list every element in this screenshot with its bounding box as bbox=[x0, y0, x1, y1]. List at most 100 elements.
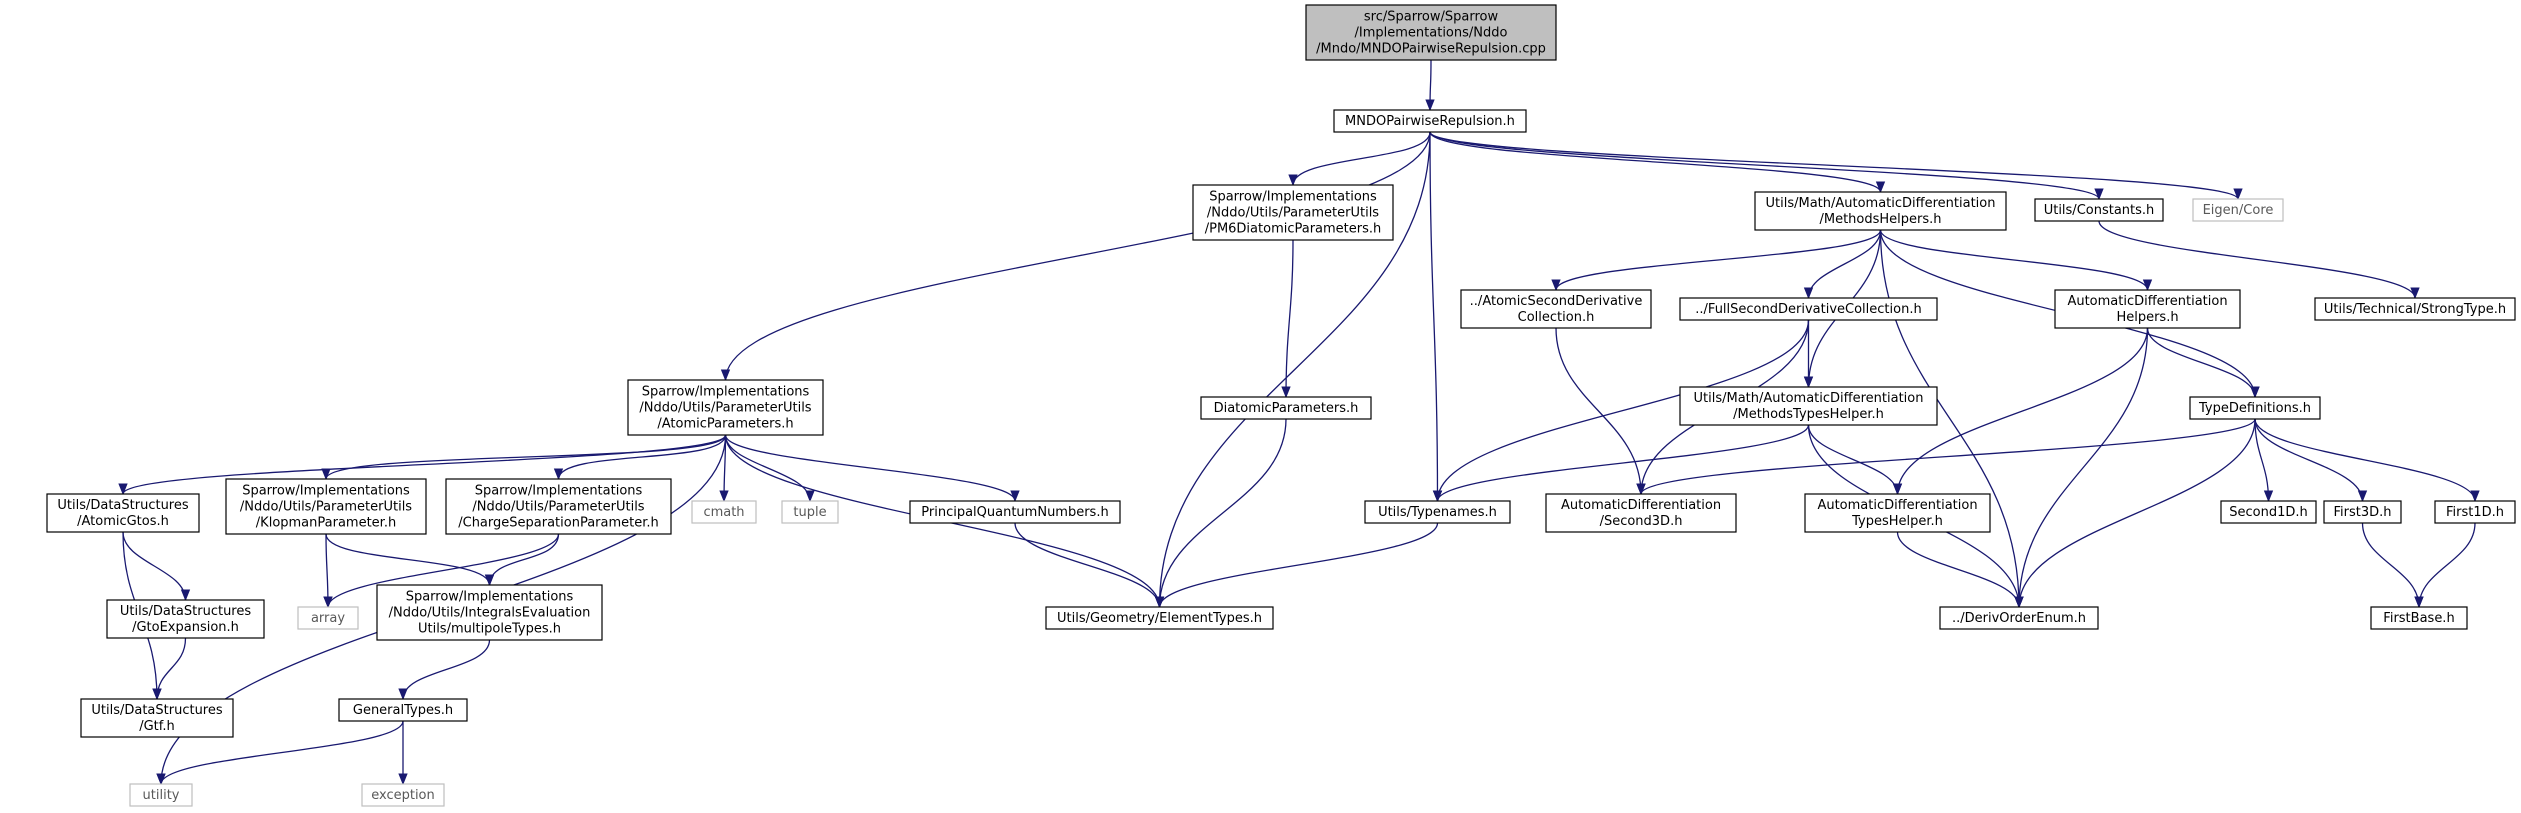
edge-mndo_h-to-element_types bbox=[1154, 131, 1431, 609]
node-label: array bbox=[311, 611, 345, 626]
node-gto_exp[interactable]: Utils/DataStructures/GtoExpansion.h bbox=[106, 599, 265, 639]
edge-multipole-to-general_types bbox=[398, 639, 491, 701]
node-first_base[interactable]: FirstBase.h bbox=[2370, 606, 2468, 630]
edge-pm6-to-diatomic bbox=[1281, 239, 1294, 399]
node-deriv_order[interactable]: ../DerivOrderEnum.h bbox=[1939, 606, 2099, 630]
node-box bbox=[781, 500, 839, 524]
node-label: Second1D.h bbox=[2229, 505, 2308, 520]
node-label: First3D.h bbox=[2333, 505, 2391, 520]
node-label: Sparrow/Implementations bbox=[406, 590, 574, 605]
node-box bbox=[338, 698, 468, 722]
node-label: AutomaticDifferentiation bbox=[2067, 294, 2227, 309]
node-multipole[interactable]: Sparrow/Implementations/Nddo/Utils/Integ… bbox=[376, 584, 603, 641]
edge-first3d-to-first_base bbox=[2361, 522, 2424, 609]
node-chargesep[interactable]: Sparrow/Implementations/Nddo/Utils/Param… bbox=[445, 478, 672, 535]
node-label: utility bbox=[143, 788, 180, 803]
node-root[interactable]: src/Sparrow/Sparrow/Implementations/Nddo… bbox=[1305, 4, 1557, 61]
node-label: TypeDefinitions.h bbox=[2198, 401, 2311, 416]
node-box bbox=[1679, 297, 1938, 321]
node-box bbox=[627, 379, 824, 436]
node-methods_types[interactable]: Utils/Math/AutomaticDifferentiation/Meth… bbox=[1679, 386, 1938, 426]
node-label: /Gtf.h bbox=[139, 719, 175, 734]
edge-atomic_params-to-atomic_gtos bbox=[118, 434, 727, 496]
node-atomic_gtos[interactable]: Utils/DataStructures/AtomicGtos.h bbox=[46, 493, 200, 533]
node-mndo_h[interactable]: MNDOPairwiseRepulsion.h bbox=[1333, 109, 1527, 133]
edge-methods_types-to-ad_types bbox=[1807, 424, 1903, 496]
edge-atomic_gtos-to-gto_exp bbox=[122, 531, 191, 602]
node-label: GeneralTypes.h bbox=[353, 703, 453, 718]
node-diatomic[interactable]: DiatomicParameters.h bbox=[1200, 396, 1372, 420]
node-pqn[interactable]: PrincipalQuantumNumbers.h bbox=[909, 500, 1121, 524]
node-second1d[interactable]: Second1D.h bbox=[2220, 500, 2317, 524]
node-box bbox=[2189, 396, 2321, 420]
edge-diatomic-to-element_types bbox=[1154, 418, 1287, 609]
edge-constants-to-strongtype bbox=[2098, 220, 2420, 300]
node-constants[interactable]: Utils/Constants.h bbox=[2034, 198, 2164, 222]
node-box bbox=[1333, 109, 1527, 133]
edge-typedefs-to-deriv_order bbox=[2014, 418, 2256, 609]
edge-methods_helpers-to-full_second bbox=[1803, 229, 1882, 300]
node-label: src/Sparrow/Sparrow bbox=[1364, 10, 1499, 25]
node-box bbox=[2054, 289, 2241, 329]
edge-pqn-to-element_types bbox=[1014, 522, 1165, 609]
edge-chargesep-to-multipole bbox=[484, 533, 560, 587]
node-klopman[interactable]: Sparrow/Implementations/Nddo/Utils/Param… bbox=[225, 478, 427, 535]
node-label: /AtomicGtos.h bbox=[77, 514, 169, 529]
node-label: ../DerivOrderEnum.h bbox=[1952, 611, 2086, 626]
node-label: Utils/Technical/StrongType.h bbox=[2324, 302, 2506, 317]
node-pm6[interactable]: Sparrow/Implementations/Nddo/Utils/Param… bbox=[1192, 184, 1394, 241]
node-box bbox=[80, 698, 234, 738]
node-label: /Second3D.h bbox=[1600, 514, 1683, 529]
node-eigen: Eigen/Core bbox=[2192, 198, 2284, 222]
edge-mndo_h-to-methods_helpers bbox=[1429, 131, 1886, 194]
edge-atomic_params-to-cmath bbox=[719, 434, 729, 503]
edge-atomic_params-to-chargesep bbox=[553, 434, 727, 481]
edge-mndo_h-to-pm6 bbox=[1288, 131, 1431, 187]
node-atomic_params[interactable]: Sparrow/Implementations/Nddo/Utils/Param… bbox=[627, 379, 824, 436]
node-label: /ChargeSeparationParameter.h bbox=[458, 516, 659, 531]
node-box bbox=[129, 783, 193, 807]
node-general_types[interactable]: GeneralTypes.h bbox=[338, 698, 468, 722]
edge-atomic_params-to-pqn bbox=[724, 434, 1020, 503]
node-typenames[interactable]: Utils/Typenames.h bbox=[1364, 500, 1511, 524]
node-box bbox=[2370, 606, 2468, 630]
node-label: TypesHelper.h bbox=[1851, 514, 1943, 529]
node-box bbox=[1754, 191, 2007, 231]
node-label: exception bbox=[371, 788, 435, 803]
node-label: Utils/Math/AutomaticDifferentiation bbox=[1765, 196, 1995, 211]
node-methods_helpers[interactable]: Utils/Math/AutomaticDifferentiation/Meth… bbox=[1754, 191, 2007, 231]
node-label: /Nddo/Utils/ParameterUtils bbox=[472, 500, 644, 515]
node-label: Utils/Typenames.h bbox=[1378, 505, 1497, 520]
node-label: /Nddo/Utils/ParameterUtils bbox=[639, 401, 811, 416]
edge-typedefs-to-second1d bbox=[2254, 418, 2274, 503]
node-second3d[interactable]: AutomaticDifferentiation/Second3D.h bbox=[1545, 493, 1737, 533]
node-box bbox=[1364, 500, 1511, 524]
edge-methods_types-to-typenames bbox=[1432, 424, 1810, 503]
node-full_second[interactable]: ../FullSecondDerivativeCollection.h bbox=[1679, 297, 1938, 321]
node-box bbox=[1460, 289, 1652, 329]
node-label: /KlopmanParameter.h bbox=[256, 516, 396, 531]
node-label: AutomaticDifferentiation bbox=[1817, 498, 1977, 513]
edge-atomic_second-to-second3d bbox=[1555, 327, 1646, 496]
node-exception: exception bbox=[361, 783, 445, 807]
node-label: /Implementations/Nddo bbox=[1355, 26, 1508, 41]
edge-mndo_h-to-eigen bbox=[1429, 131, 2243, 201]
node-typedefs[interactable]: TypeDefinitions.h bbox=[2189, 396, 2321, 420]
node-box bbox=[2220, 500, 2317, 524]
node-first1d[interactable]: First1D.h bbox=[2434, 500, 2516, 524]
node-label: Eigen/Core bbox=[2203, 203, 2274, 218]
node-box bbox=[1045, 606, 1274, 630]
node-box bbox=[1200, 396, 1372, 420]
node-element_types[interactable]: Utils/Geometry/ElementTypes.h bbox=[1045, 606, 1274, 630]
node-gtf[interactable]: Utils/DataStructures/Gtf.h bbox=[80, 698, 234, 738]
node-label: FirstBase.h bbox=[2383, 611, 2454, 626]
node-first3d[interactable]: First3D.h bbox=[2323, 500, 2402, 524]
edge-typedefs-to-first3d bbox=[2254, 418, 2368, 503]
node-strongtype[interactable]: Utils/Technical/StrongType.h bbox=[2314, 297, 2516, 321]
node-label: MNDOPairwiseRepulsion.h bbox=[1345, 114, 1515, 129]
edge-klopman-to-array bbox=[323, 533, 333, 609]
edge-methods_helpers-to-atomic_second bbox=[1551, 229, 1882, 292]
